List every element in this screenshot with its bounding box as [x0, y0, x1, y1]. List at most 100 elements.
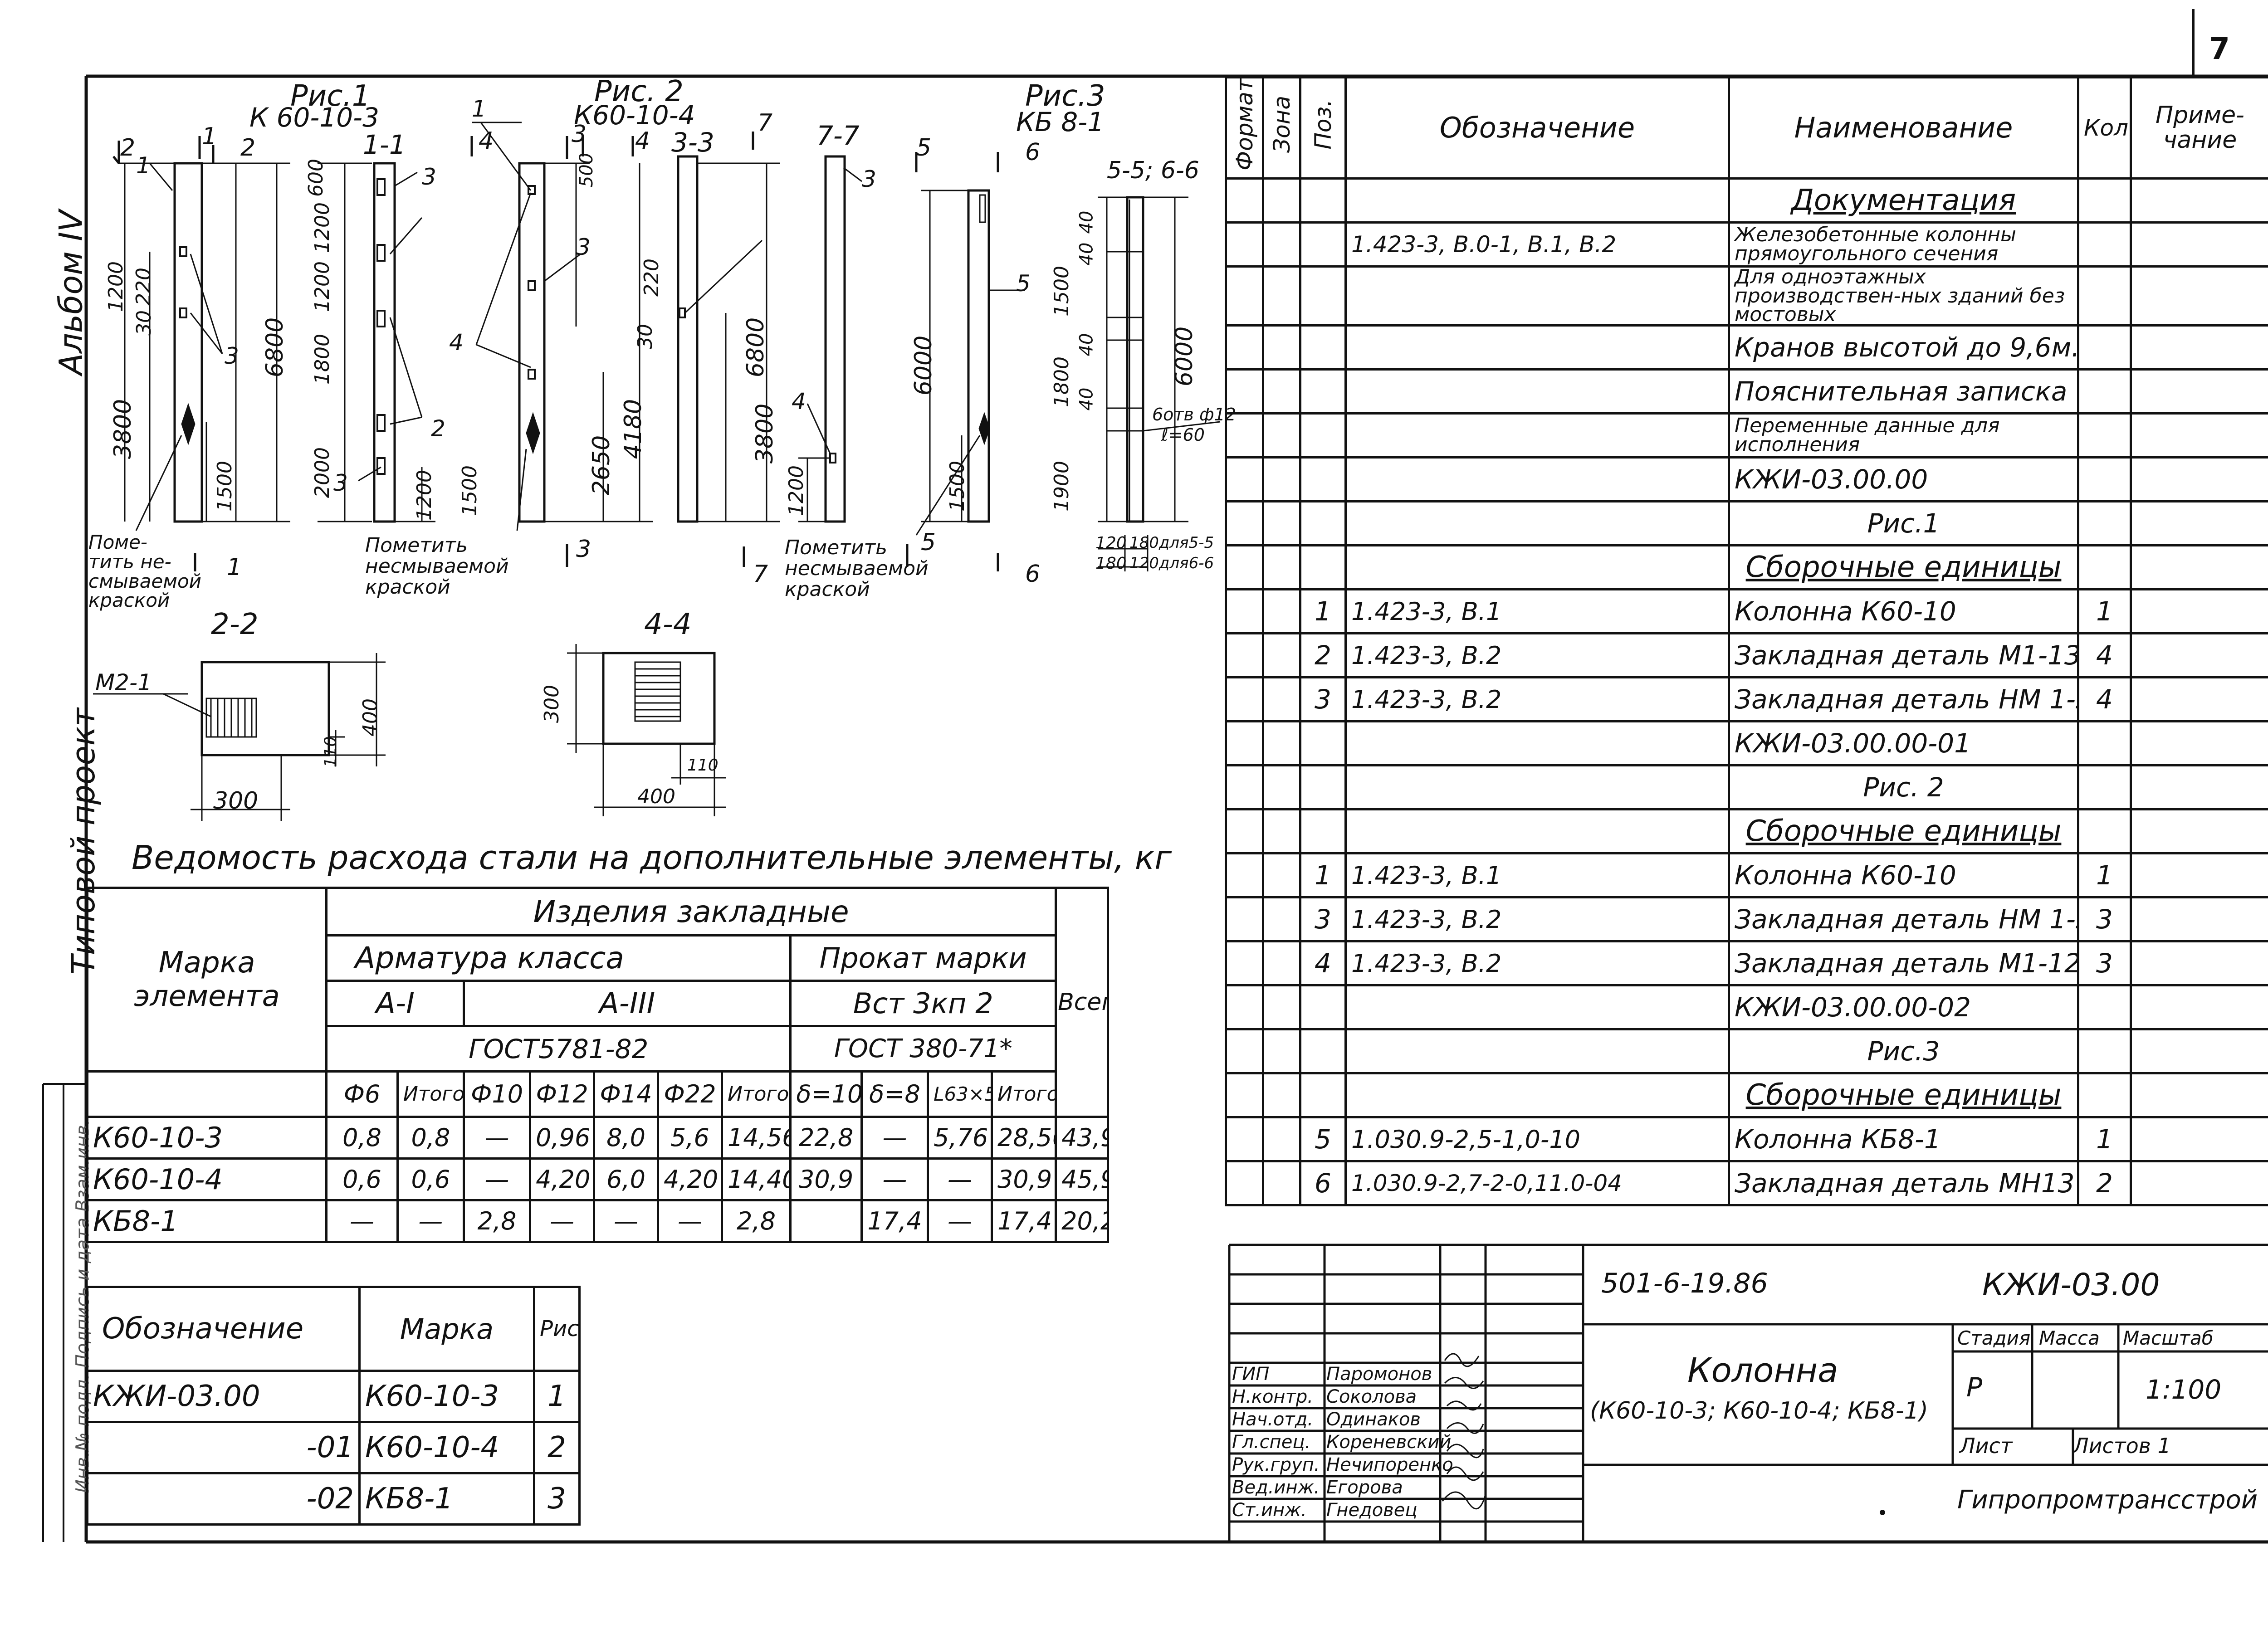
titleblock-person-name: Нечипоренко	[1326, 1454, 1453, 1475]
section-label-5-5-6-6: 5-5; 6-6	[1107, 157, 1199, 184]
steel-value-cell: 0,8	[396, 1116, 465, 1160]
spec-row: Документация	[1225, 177, 2268, 224]
steel-value-cell: 14,40	[720, 1157, 792, 1201]
spec-qty-cell	[2077, 808, 2132, 855]
cut-mark: 6	[1025, 561, 1041, 588]
steel-value-cell: 0,96	[529, 1116, 596, 1160]
cut-mark: 2	[120, 134, 136, 161]
steel-value-cell: 4,20	[529, 1157, 596, 1201]
steel-value-cell: 17,4	[860, 1199, 929, 1243]
spec-header-row: Формат Зона Поз. Обозначение Наименовани…	[1225, 76, 2268, 180]
steel-value-cell: 28,56	[990, 1116, 1057, 1160]
titleblock-role: Вед.инж.	[1232, 1477, 1320, 1498]
titleblock-name: Колонна	[1687, 1351, 1838, 1390]
spec-zone-cell	[1262, 764, 1301, 811]
steel-value-cell: —	[462, 1157, 532, 1201]
steel-col: Ф6	[325, 1070, 399, 1118]
leader-label: 3	[422, 164, 436, 190]
spec-zone-cell	[1262, 632, 1301, 679]
leader-label: 3	[333, 470, 348, 496]
steel-col: Ф22	[657, 1070, 723, 1118]
spec-qty-cell	[2077, 265, 2132, 327]
spec-designation-cell	[1344, 1028, 1730, 1075]
spec-format-cell	[1225, 544, 1264, 591]
steel-value-cell: —	[927, 1199, 993, 1243]
fig3-mark: КБ 8-1	[1016, 107, 1105, 137]
cut-mark: 6	[1025, 139, 1041, 166]
spec-row: Сборочные единицы	[1225, 808, 2268, 855]
spec-name-cell: Колонна К60-10	[1728, 588, 2079, 635]
steel-col: Итого	[396, 1070, 465, 1118]
spec-zone-cell	[1262, 177, 1301, 224]
spec-row: Сборочные единицы	[1225, 544, 2268, 591]
steel-value-cell: 4,20	[657, 1157, 723, 1201]
dim-text: 180	[1095, 554, 1127, 573]
spec-name-cell: Закладная деталь НМ 1-2	[1728, 896, 2079, 943]
titleblock-role: Нач.отд.	[1232, 1409, 1314, 1430]
steel-total-cell: 45,9	[1055, 1157, 1109, 1201]
spec-designation-cell: 1.423-3, В.2	[1344, 632, 1730, 679]
spec-qty-cell: 2	[2077, 1160, 2132, 1207]
steel-table-title: Ведомость расхода стали на дополнительны…	[132, 839, 1172, 877]
steel-gost2: ГОСТ 380-71*	[789, 1025, 1057, 1073]
spec-zone-cell	[1262, 544, 1301, 591]
paint-note-2: Пометить несмываемой краской	[365, 534, 509, 599]
dim-text: 300	[213, 787, 259, 815]
titleblock-role: Н.контр.	[1232, 1386, 1313, 1407]
steel-value-cell: 17,4	[990, 1199, 1057, 1243]
spec-pos-cell	[1299, 544, 1347, 591]
spec-qty-cell	[2077, 177, 2132, 224]
spec-qty-cell: 4	[2077, 676, 2132, 723]
spec-format-cell	[1225, 221, 1264, 268]
spec-designation-cell: 1.030.9-2,5-1,0-10	[1344, 1116, 1730, 1163]
spec-format-cell	[1225, 808, 1264, 855]
spec-zone-cell	[1262, 808, 1301, 855]
titleblock-mass-header: Масса	[2039, 1327, 2100, 1349]
spec-qty-cell: 3	[2077, 896, 2132, 943]
steel-value-cell: 0,8	[325, 1116, 399, 1160]
titleblock-person-name: Соколова	[1326, 1386, 1417, 1407]
spec-name-cell: Колонна К60-10	[1728, 852, 2079, 899]
spec-pos-cell	[1299, 808, 1347, 855]
leader-label: 5	[1016, 270, 1031, 297]
spec-zone-cell	[1262, 456, 1301, 503]
steel-col: Ф12	[529, 1070, 596, 1118]
spec-format-cell	[1225, 177, 1264, 224]
spec-note-cell	[2130, 720, 2268, 767]
spec-row: Сборочные единицы	[1225, 1072, 2268, 1119]
spec-note-cell	[2130, 588, 2268, 635]
steel-value-cell: 8,0	[593, 1116, 659, 1160]
fig2-mark: К60-10-4	[574, 100, 695, 131]
spec-name-cell: Закладная деталь М1-13	[1728, 632, 2079, 679]
titleblock-person-name: Гнедовец	[1326, 1500, 1418, 1521]
spec-header-zone: Зона	[1262, 76, 1301, 180]
spec-header-pos: Поз.	[1299, 76, 1347, 180]
spec-header-qty: Кол.	[2077, 76, 2132, 180]
titleblock-person-name: Егорова	[1326, 1477, 1403, 1498]
steel-row: КБ8-1——2,8———2,817,4—17,420,2	[86, 1199, 1109, 1243]
spec-zone-cell	[1262, 984, 1301, 1031]
spec-format-cell	[1225, 456, 1264, 503]
leader-label: 3	[862, 166, 876, 192]
spec-zone-cell	[1262, 676, 1301, 723]
spec-zone-cell	[1262, 940, 1301, 987]
spec-zone-cell	[1262, 221, 1301, 268]
spec-format-cell	[1225, 676, 1264, 723]
steel-col: Ф10	[462, 1070, 532, 1118]
steel-value-cell: 14,56	[720, 1116, 792, 1160]
spec-note-cell	[2130, 808, 2268, 855]
spec-name-cell: Сборочные единицы	[1728, 808, 2079, 855]
spec-format-cell	[1225, 1028, 1264, 1075]
steel-value-cell: 22,8	[789, 1116, 863, 1160]
spec-zone-cell	[1262, 1028, 1301, 1075]
spec-qty-cell: 1	[2077, 852, 2132, 899]
titleblock-marks: (К60-10-3; К60-10-4; КБ8-1)	[1590, 1397, 1928, 1424]
spec-header-note: Приме-чание	[2130, 76, 2268, 180]
dim-text: 120для6-6	[1129, 554, 1214, 572]
